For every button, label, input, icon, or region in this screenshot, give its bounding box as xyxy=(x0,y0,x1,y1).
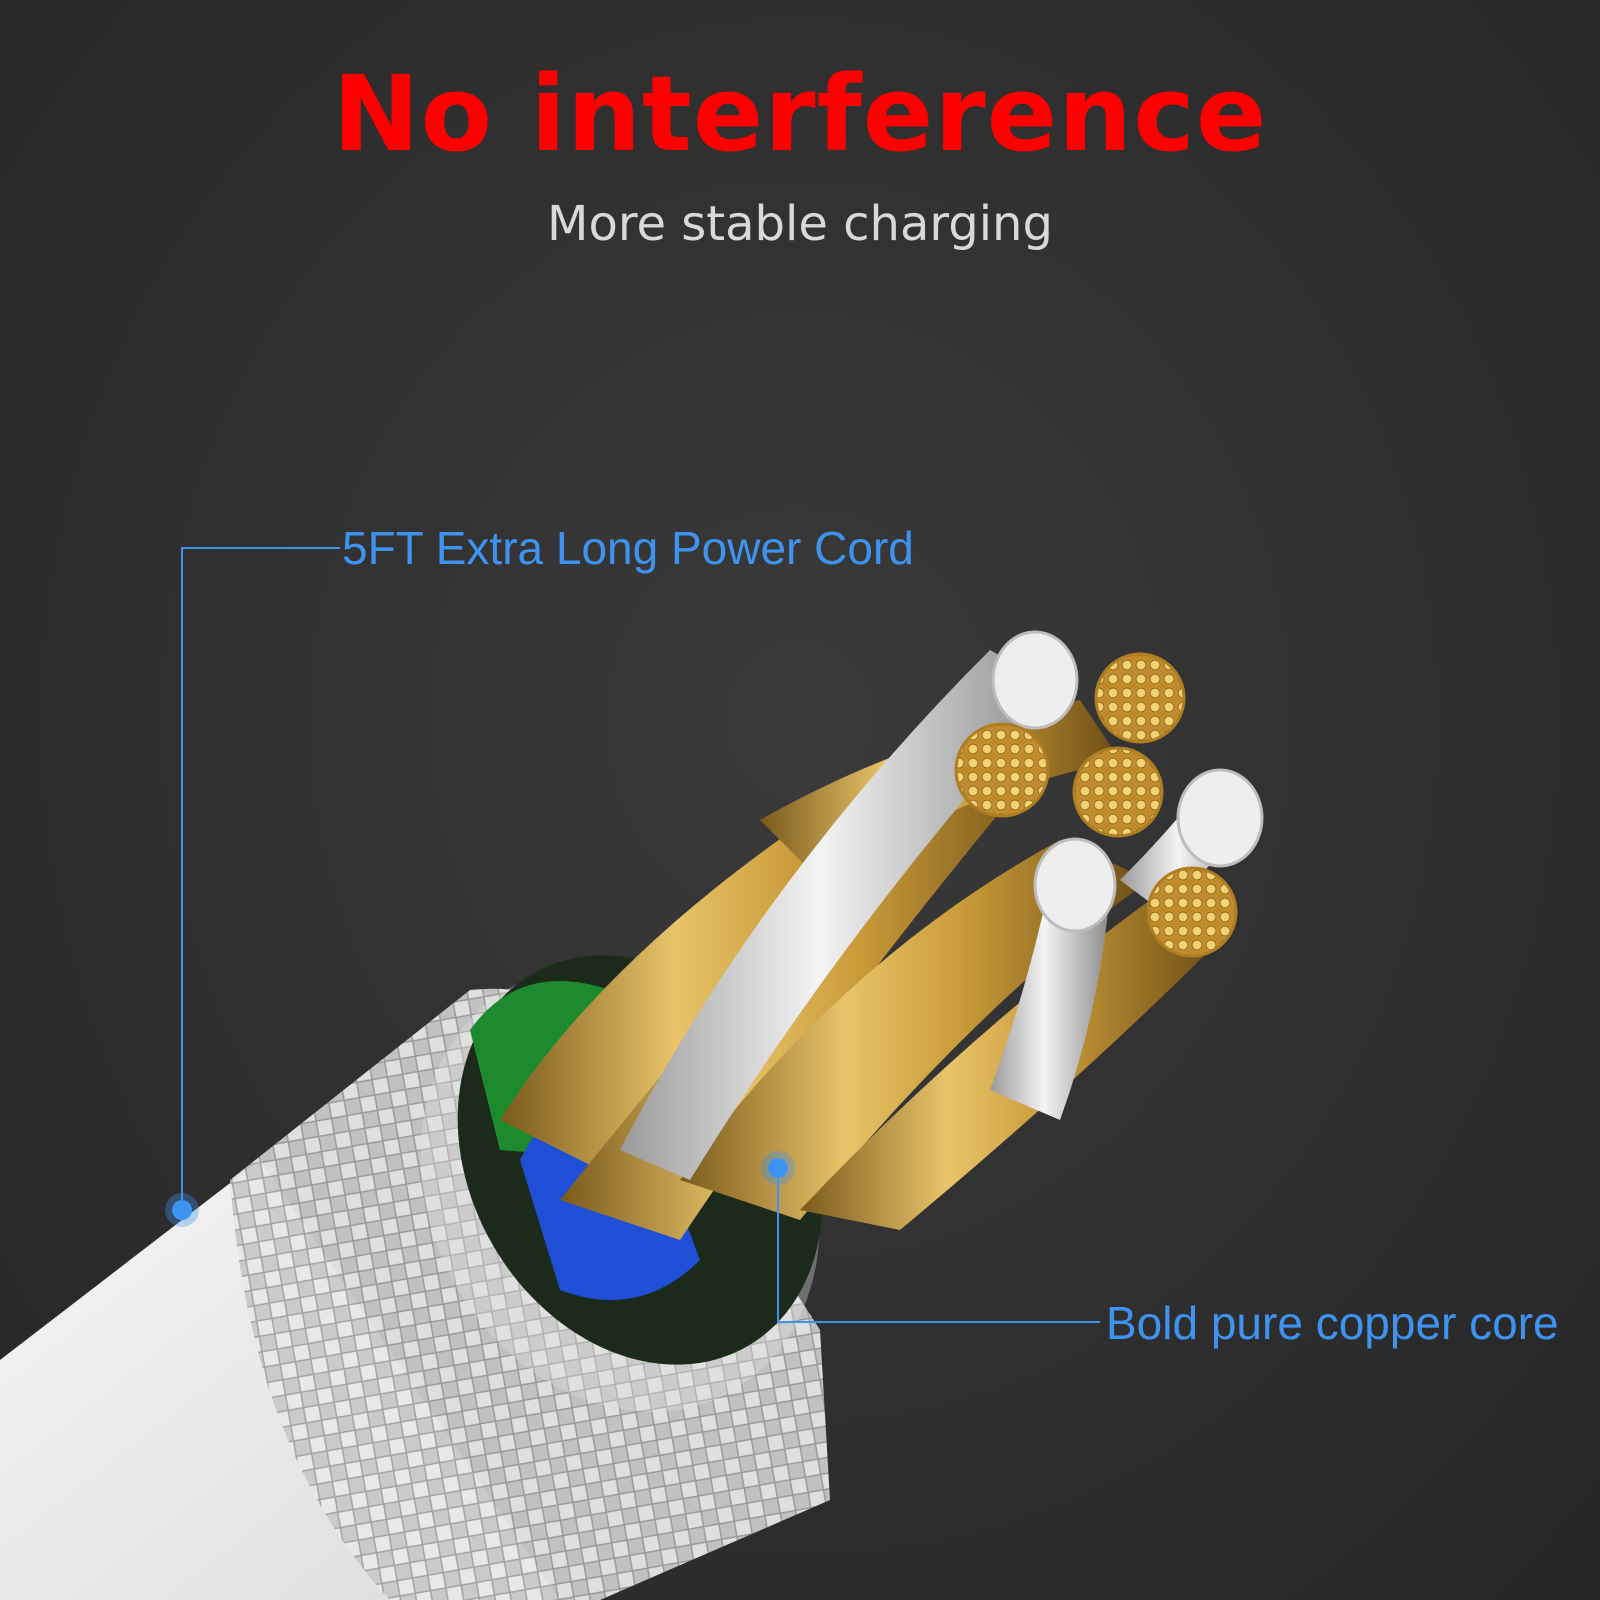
callout-label-copper-core: Bold pure copper core xyxy=(1106,1297,1559,1349)
callout-leader-bottom xyxy=(761,1151,1100,1323)
subheadline: More stable charging xyxy=(547,196,1053,252)
strand-end-faces xyxy=(954,652,1238,958)
callout-leader-top xyxy=(165,547,340,1227)
silver-wires xyxy=(620,630,1264,1180)
callout-label-power-cord: 5FT Extra Long Power Cord xyxy=(342,522,914,574)
headline: No interference xyxy=(332,53,1268,175)
